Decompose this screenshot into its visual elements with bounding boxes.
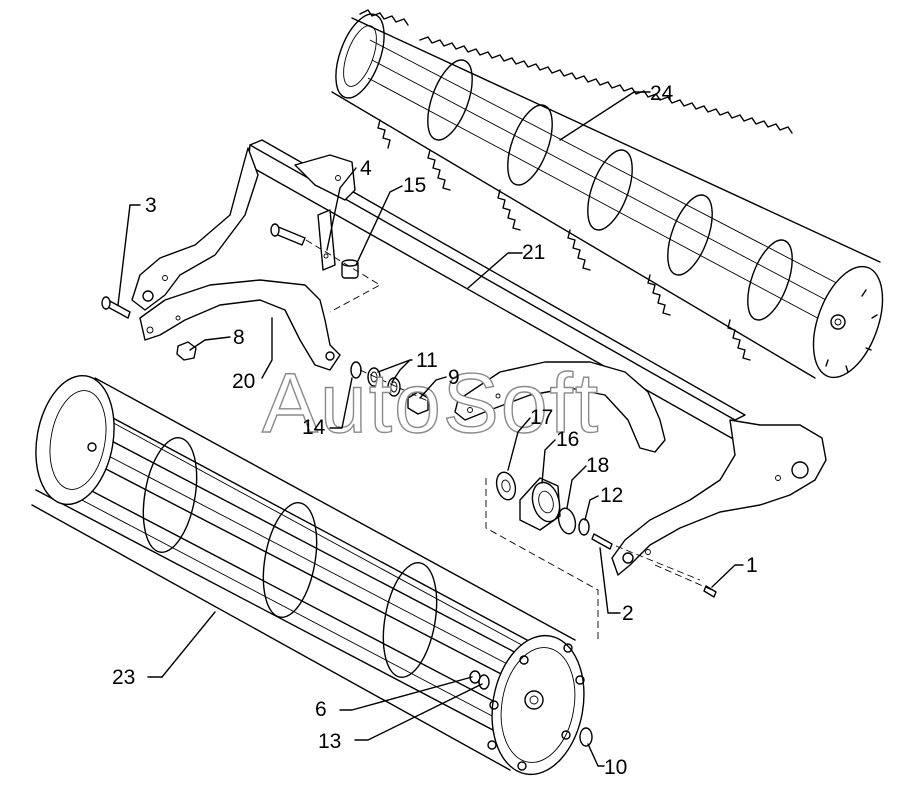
callout-14: 14 — [302, 416, 326, 439]
callout-23: 23 — [112, 666, 135, 689]
right-arm — [454, 361, 666, 453]
callout-9: 9 — [448, 366, 460, 389]
callout-4: 4 — [360, 157, 372, 180]
nuts-6-13 — [469, 670, 593, 747]
frame-21 — [131, 139, 827, 576]
bushing-15 — [341, 259, 359, 279]
nut-9 — [407, 391, 429, 415]
nut-8 — [176, 341, 197, 361]
callout-8: 8 — [233, 326, 245, 349]
callout-13: 13 — [318, 730, 341, 753]
washers-14-11 — [350, 361, 401, 397]
callout-3: 3 — [145, 194, 157, 217]
bearing-parts — [495, 471, 717, 598]
callout-21: 21 — [522, 241, 545, 264]
callout-20: 20 — [232, 370, 255, 393]
bolt-4 — [270, 223, 306, 246]
callout-18: 18 — [586, 454, 609, 477]
callout-labels: 24 4 3 15 21 8 20 14 11 9 17 16 18 12 1 … — [112, 82, 758, 779]
callout-1: 1 — [746, 554, 758, 577]
callout-24: 24 — [650, 82, 674, 105]
callout-17: 17 — [530, 406, 553, 429]
toothed-roller-24 — [330, 9, 884, 380]
callout-15: 15 — [403, 174, 426, 197]
callout-11: 11 — [416, 349, 438, 372]
callout-2: 2 — [622, 602, 634, 625]
bolt-3 — [101, 296, 131, 319]
arm-20 — [139, 279, 341, 371]
callout-16: 16 — [556, 428, 579, 451]
cage-roller-23 — [30, 374, 585, 776]
leader-lines — [117, 91, 744, 767]
watermark-text: AutoSoft — [262, 356, 600, 450]
assembly-lines — [305, 239, 713, 640]
callout-6: 6 — [315, 698, 327, 721]
callout-12: 12 — [600, 484, 623, 507]
callout-10: 10 — [604, 756, 627, 779]
